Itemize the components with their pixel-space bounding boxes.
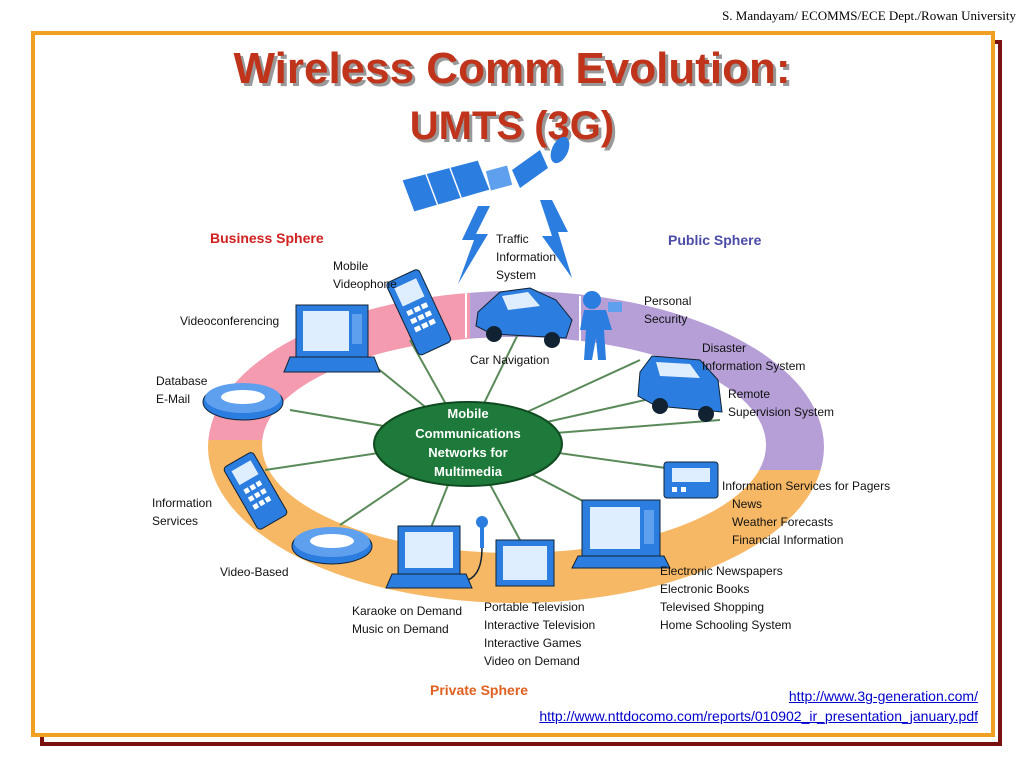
video-disc-icon bbox=[291, 527, 373, 565]
hub-line: Multimedia bbox=[434, 464, 503, 479]
signal-bolt-icon bbox=[458, 206, 490, 284]
reference-links: http://www.3g-generation.com/ http://www… bbox=[539, 686, 978, 726]
label-electronic-news: Electronic Newspapers bbox=[660, 564, 783, 578]
label-portable-tv: Interactive Games bbox=[484, 636, 581, 650]
label-video-based: Video-Based bbox=[220, 565, 289, 579]
label-pagers: Weather Forecasts bbox=[732, 515, 833, 529]
person-icon bbox=[580, 291, 622, 360]
label-portable-tv: Portable Television bbox=[484, 600, 585, 614]
hub-line: Mobile bbox=[447, 406, 488, 421]
car-icon bbox=[475, 287, 573, 348]
label-personal-security: Security bbox=[644, 312, 687, 326]
label-traffic: Information bbox=[496, 250, 556, 264]
van-icon bbox=[637, 355, 723, 422]
label-karaoke: Karaoke on Demand bbox=[352, 604, 462, 618]
label-personal-security: Personal bbox=[644, 294, 691, 308]
author-credit: S. Mandayam/ ECOMMS/ECE Dept./Rowan Univ… bbox=[722, 8, 1016, 23]
label-portable-tv: Video on Demand bbox=[484, 654, 580, 668]
label-electronic-news: Televised Shopping bbox=[660, 600, 764, 614]
slide-subtitle: UMTS (3G) bbox=[409, 104, 615, 148]
disc-icon bbox=[202, 383, 284, 421]
videophone-icon bbox=[386, 269, 452, 356]
slide-title: Wireless Comm Evolution: bbox=[233, 44, 791, 93]
label-traffic: Traffic bbox=[496, 232, 529, 246]
mobile-phone-icon bbox=[223, 452, 288, 530]
hub-line: Communications bbox=[415, 426, 520, 441]
satellite-icon bbox=[401, 136, 570, 213]
label-portable-tv: Interactive Television bbox=[484, 618, 595, 632]
label-database: E-Mail bbox=[156, 392, 190, 406]
network-hub bbox=[373, 401, 563, 487]
business-sphere-label: Business Sphere bbox=[210, 230, 324, 246]
karaoke-laptop-icon bbox=[385, 525, 473, 589]
label-mobile-videophone: Videophone bbox=[333, 277, 397, 291]
label-karaoke: Music on Demand bbox=[352, 622, 449, 636]
label-pagers: News bbox=[732, 497, 762, 511]
reference-link-3g-generation[interactable]: http://www.3g-generation.com/ bbox=[788, 688, 978, 704]
label-mobile-videophone: Mobile bbox=[333, 259, 369, 273]
private-sphere-label: Private Sphere bbox=[430, 682, 528, 698]
label-information-services: Services bbox=[152, 514, 198, 528]
label-remote: Supervision System bbox=[728, 405, 834, 419]
label-electronic-news: Home Schooling System bbox=[660, 618, 791, 632]
microphone-icon bbox=[467, 516, 488, 581]
label-disaster: Information System bbox=[702, 359, 805, 373]
monitor-icon bbox=[571, 499, 671, 569]
label-car-navigation: Car Navigation bbox=[470, 353, 549, 367]
slide-frame bbox=[31, 31, 995, 737]
hub-label: Mobile Communications Networks for Multi… bbox=[415, 406, 520, 479]
signal-bolt-icon bbox=[540, 200, 572, 278]
label-database: Database bbox=[156, 374, 208, 388]
label-traffic: System bbox=[496, 268, 536, 282]
label-electronic-news: Electronic Books bbox=[660, 582, 749, 596]
laptop-icon bbox=[283, 304, 381, 373]
portable-tv-icon bbox=[495, 539, 555, 587]
label-pagers: Financial Information bbox=[732, 533, 843, 547]
public-sphere-label: Public Sphere bbox=[668, 232, 762, 248]
label-pagers: Information Services for Pagers bbox=[722, 479, 890, 493]
pager-icon bbox=[663, 461, 719, 499]
hub-line: Networks for bbox=[428, 445, 507, 460]
label-disaster: Disaster bbox=[702, 341, 746, 355]
label-remote: Remote bbox=[728, 387, 770, 401]
label-videoconferencing: Videoconferencing bbox=[180, 314, 279, 328]
label-information-services: Information bbox=[152, 496, 212, 510]
reference-link-nttdocomo[interactable]: http://www.nttdocomo.com/reports/010902_… bbox=[539, 708, 978, 724]
